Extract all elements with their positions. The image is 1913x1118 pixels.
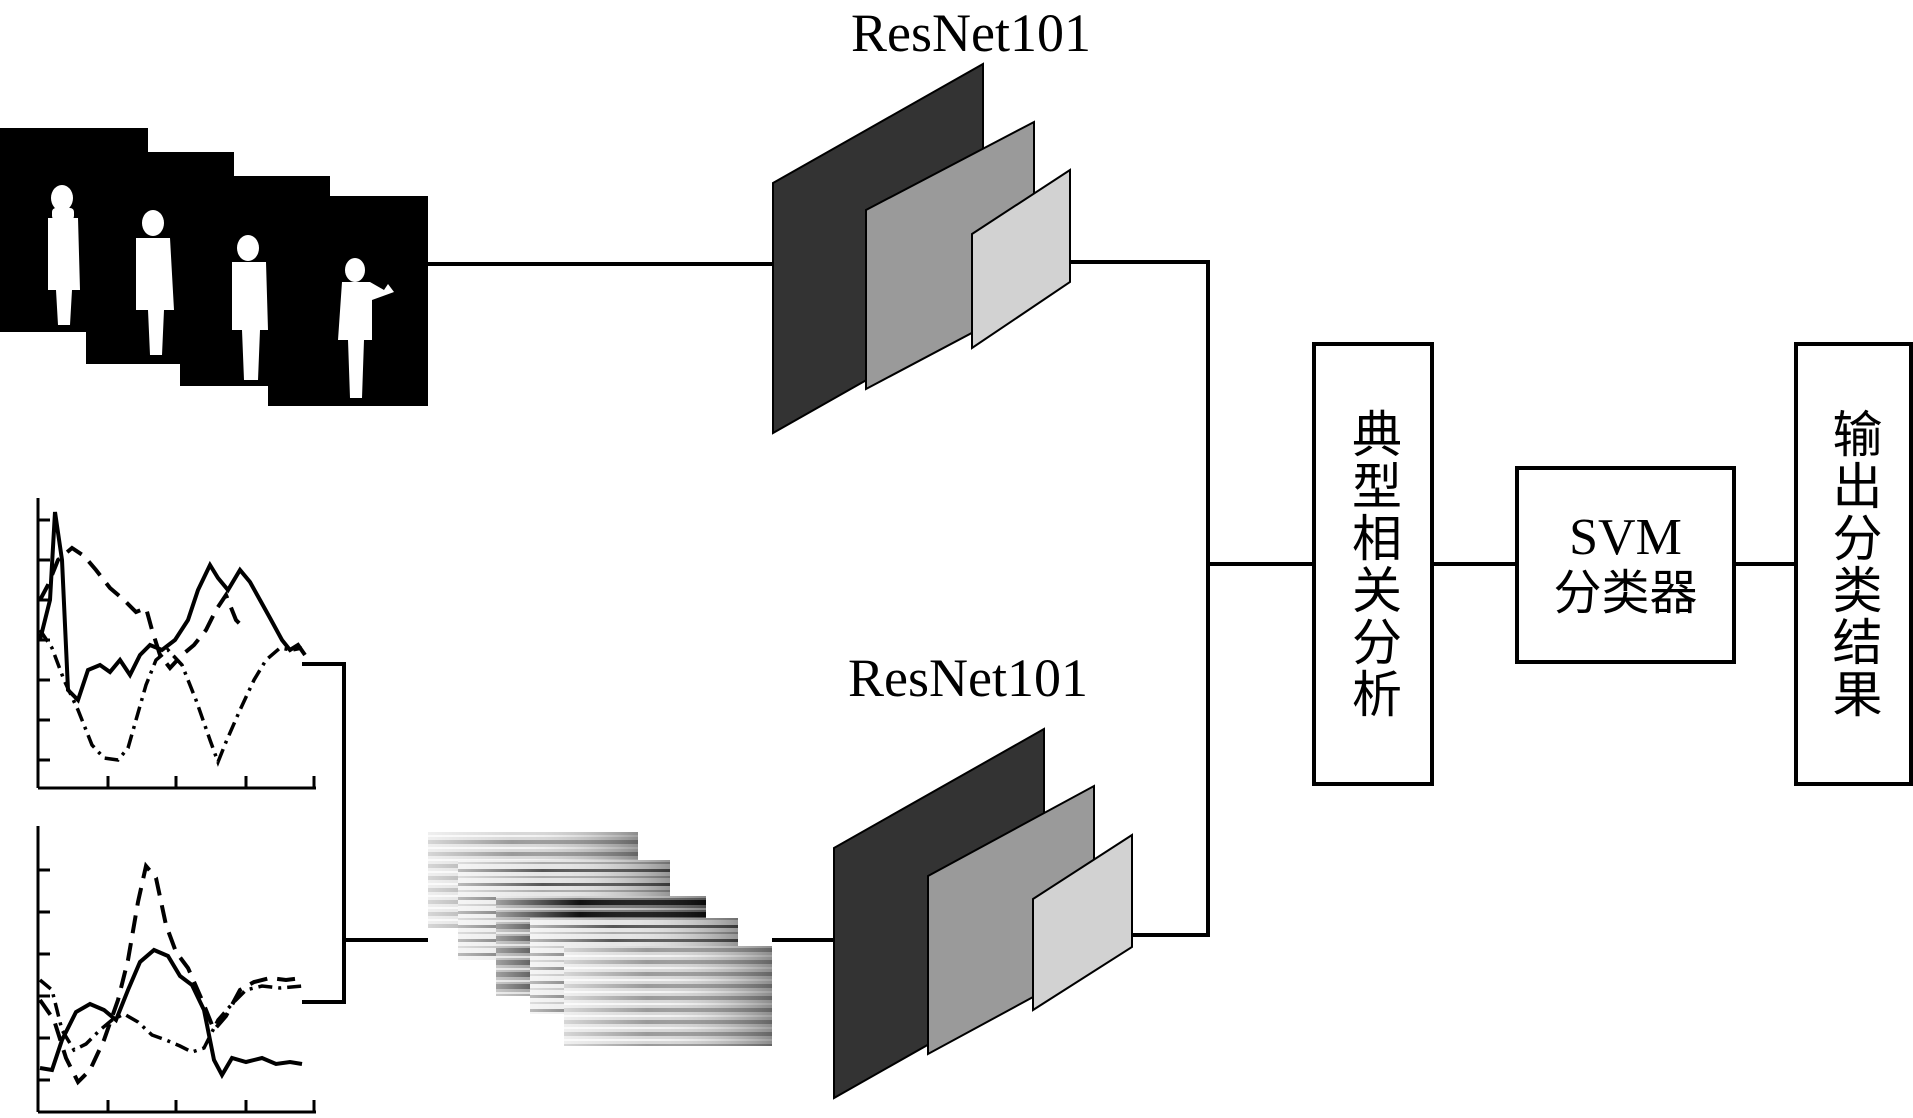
output-box: 输出分类结果 — [1794, 342, 1913, 786]
spectrogram-image-5 — [564, 946, 772, 1046]
connector-resnet-merge — [1070, 260, 1210, 937]
sensor-plot-top — [36, 498, 316, 790]
resnet-label-top: ResNet101 — [851, 3, 1091, 63]
svm-title: SVM — [1569, 508, 1682, 566]
silhouette-frame-4 — [268, 196, 428, 406]
cca-label: 典型相关分析 — [1344, 408, 1402, 720]
connector-plots-bracket — [302, 662, 346, 1004]
spectrogram-stack — [428, 832, 772, 1046]
svm-classifier-box: SVM 分类器 — [1515, 466, 1736, 664]
layer-light-top — [971, 168, 1071, 350]
silhouette-frames — [0, 128, 428, 406]
sensor-plot-bottom — [36, 826, 316, 1114]
resnet-layers-bottom — [833, 727, 1133, 1100]
svm-subtitle: 分类器 — [1553, 565, 1698, 621]
cca-box: 典型相关分析 — [1312, 342, 1434, 786]
resnet-label-bottom: ResNet101 — [848, 648, 1088, 708]
connectors — [302, 260, 1794, 1004]
layer-light-bottom — [1032, 833, 1133, 1012]
resnet-layers-top — [772, 62, 1071, 435]
output-label: 输出分类结果 — [1824, 408, 1883, 720]
